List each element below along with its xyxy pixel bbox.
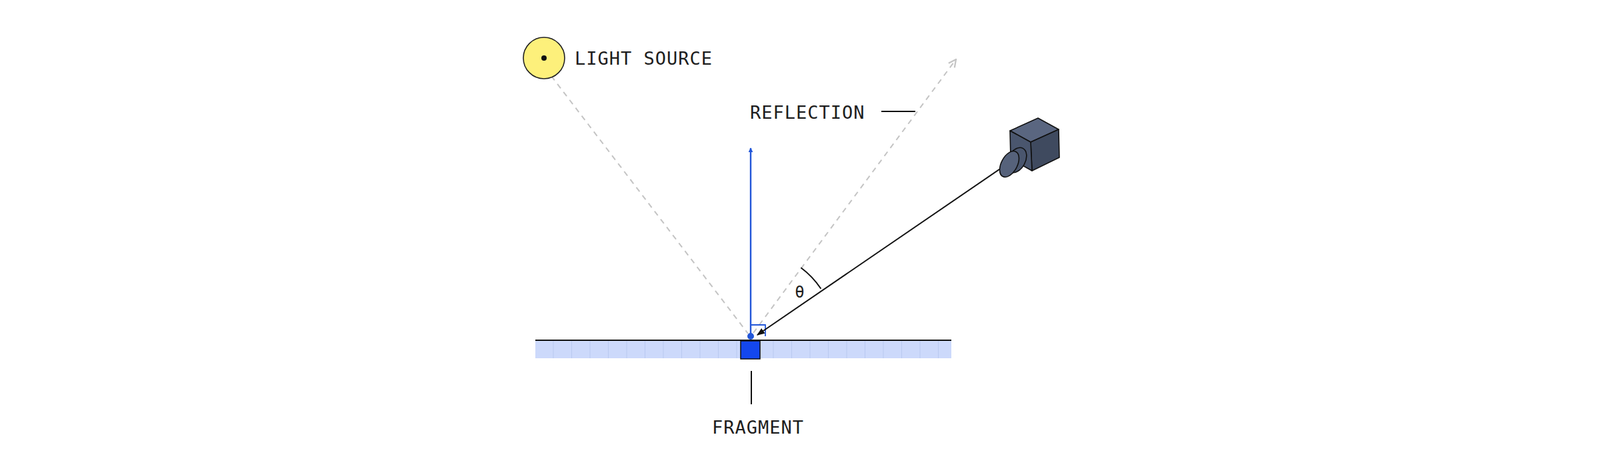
tile-divider — [883, 340, 884, 358]
light-ray — [551, 76, 748, 334]
tile-divider — [608, 340, 609, 358]
tile-divider — [553, 340, 554, 358]
fragment-point — [747, 332, 754, 340]
camera-icon — [996, 118, 1060, 180]
tile-divider — [644, 340, 646, 358]
tile-divider — [736, 340, 738, 358]
leader-line — [881, 110, 916, 112]
tile-divider — [626, 340, 628, 358]
light-source-dot — [541, 55, 547, 61]
tile-divider — [571, 340, 572, 358]
tile-divider — [718, 340, 719, 358]
tile-divider — [681, 340, 682, 358]
surface-strip — [535, 340, 952, 358]
tile-divider — [810, 340, 811, 358]
tile-divider — [663, 340, 664, 358]
tile-divider — [846, 340, 848, 358]
angle-label: θ — [794, 284, 805, 300]
tile-divider — [791, 340, 792, 358]
tile-divider — [938, 340, 939, 358]
tile-divider — [901, 340, 902, 358]
tile-divider — [773, 340, 774, 358]
surface-tiles — [553, 340, 939, 358]
reflection-ray — [753, 59, 956, 333]
tile-divider — [700, 340, 701, 358]
light-source-circle — [523, 37, 565, 79]
tile-divider — [590, 340, 591, 358]
fragment-label: FRAGMENT — [712, 418, 804, 436]
reflection-label: REFLECTION — [750, 103, 866, 122]
fragment-square — [740, 340, 760, 359]
leader-line — [750, 370, 752, 404]
tile-divider — [828, 340, 829, 358]
tile-divider — [864, 340, 866, 358]
light-source-label: LIGHT SOURCE — [574, 49, 713, 68]
view-ray — [757, 163, 1008, 335]
normal-vector — [750, 148, 752, 336]
tile-divider — [920, 340, 921, 358]
